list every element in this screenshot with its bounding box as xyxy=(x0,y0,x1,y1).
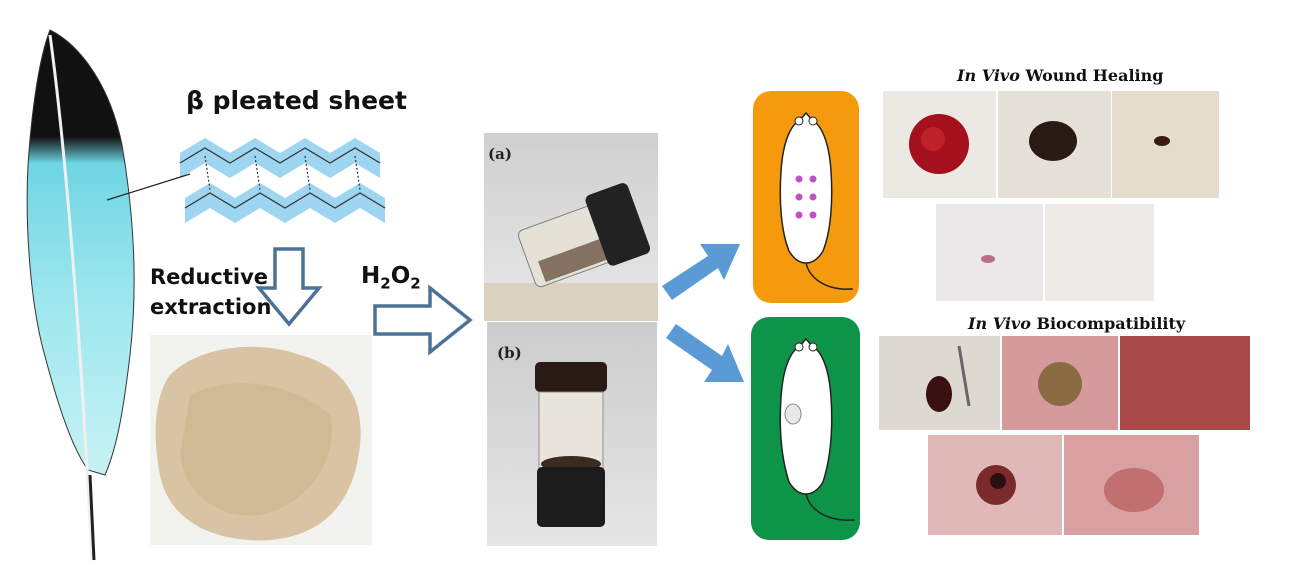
biocompatibility-heading: In Vivo Biocompatibility xyxy=(968,314,1185,333)
leader-line xyxy=(106,173,191,201)
wound-photo-day0 xyxy=(883,91,996,198)
h2o2-mid: O xyxy=(390,263,411,289)
h2o2-main: H xyxy=(361,263,381,289)
implant-photo-1 xyxy=(879,336,1000,430)
vial-b-label: (b) xyxy=(497,344,522,362)
vial-a-photo: (a) xyxy=(484,133,658,321)
wound-heading-italic: In Vivo xyxy=(957,66,1020,85)
vial-a-label: (a) xyxy=(488,145,512,163)
implant-model-rat-panel xyxy=(751,317,860,540)
reductive-extraction-label: Reductive extraction xyxy=(150,262,271,322)
beta-sheet-structure xyxy=(179,138,386,223)
wound-photo-day2 xyxy=(1112,91,1219,198)
h2o2-sub1: 2 xyxy=(380,274,391,293)
blue-arrow-up xyxy=(662,244,740,300)
wound-healing-heading: In Vivo Wound Healing xyxy=(957,66,1163,85)
vial-b-photo: (b) xyxy=(487,322,657,546)
down-arrow xyxy=(255,247,323,327)
implant-photo-3 xyxy=(1120,336,1250,430)
feather-illustration xyxy=(26,29,135,561)
beta-sheet-title: β pleated sheet xyxy=(186,86,407,115)
implant-photo-5 xyxy=(1064,435,1199,535)
reductive-label-line1: Reductive xyxy=(150,265,269,289)
wound-photo-day4 xyxy=(1045,204,1154,301)
right-arrow xyxy=(373,284,473,356)
biocompat-heading-rest: Biocompatibility xyxy=(1030,314,1186,333)
wound-photo-day3 xyxy=(936,204,1043,301)
h2o2-label: H2O2 xyxy=(361,263,421,293)
blue-arrow-down xyxy=(666,324,744,382)
biocompat-heading-italic: In Vivo xyxy=(968,314,1031,333)
wound-heading-rest: Wound Healing xyxy=(1019,66,1164,85)
implant-photo-4 xyxy=(928,435,1062,535)
implant-photo-2 xyxy=(1002,336,1118,430)
keratin-powder-photo xyxy=(150,335,372,545)
h2o2-sub2: 2 xyxy=(410,274,421,293)
reductive-label-line2: extraction xyxy=(150,295,272,319)
wound-model-rat-panel xyxy=(753,91,859,303)
wound-photo-day1 xyxy=(998,91,1111,198)
